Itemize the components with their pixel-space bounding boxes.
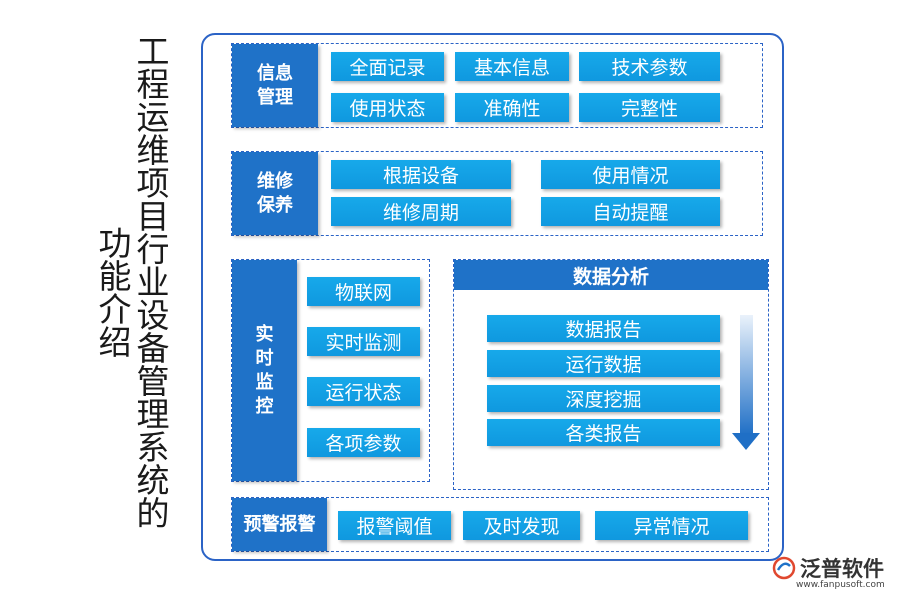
btn-maint-0: 根据设备 — [331, 160, 511, 189]
diagram-title-line2: 功能介绍 — [93, 226, 132, 358]
btn-maint-1: 使用情况 — [541, 160, 720, 189]
btn-info-5: 完整性 — [579, 93, 720, 122]
diagram-title-line1: 工程运维项目行业设备管理系统的 — [131, 34, 170, 529]
btn-maint-3: 自动提醒 — [541, 197, 720, 226]
btn-warning-1: 及时发现 — [463, 511, 580, 540]
btn-monitor-0: 物联网 — [307, 277, 420, 306]
btn-info-0: 全面记录 — [331, 52, 444, 81]
btn-info-3: 使用状态 — [331, 93, 444, 122]
btn-warning-0: 报警阈值 — [338, 511, 451, 540]
outer-frame — [201, 33, 784, 561]
section-monitor — [231, 259, 430, 482]
btn-analysis-1: 运行数据 — [487, 350, 720, 377]
btn-monitor-1: 实时监测 — [307, 327, 420, 356]
btn-info-4: 准确性 — [455, 93, 569, 122]
btn-analysis-3: 各类报告 — [487, 419, 720, 446]
flow-arrow-head-icon — [732, 433, 760, 450]
btn-info-2: 技术参数 — [579, 52, 720, 81]
section-maintenance — [231, 151, 763, 236]
fanpu-logo-icon — [772, 556, 796, 580]
btn-info-1: 基本信息 — [455, 52, 569, 81]
section-analysis — [453, 259, 769, 490]
label-info: 信息 管理 — [232, 44, 318, 127]
label-monitor: 实 时 监 控 — [232, 260, 297, 481]
logo-name: 泛普软件 — [800, 557, 884, 581]
btn-analysis-0: 数据报告 — [487, 315, 720, 342]
label-maintenance: 维修 保养 — [232, 152, 318, 235]
section-info — [231, 43, 763, 128]
btn-monitor-2: 运行状态 — [307, 377, 420, 406]
section-warning — [231, 497, 769, 552]
flow-arrow-shaft — [740, 315, 753, 435]
btn-monitor-3: 各项参数 — [307, 428, 420, 457]
label-analysis: 数据分析 — [454, 260, 768, 290]
label-warning: 预警报警 — [232, 498, 327, 551]
logo-url: www.fanpusoft.com — [796, 580, 885, 590]
btn-analysis-2: 深度挖掘 — [487, 385, 720, 412]
btn-maint-2: 维修周期 — [331, 197, 511, 226]
btn-warning-2: 异常情况 — [595, 511, 748, 540]
